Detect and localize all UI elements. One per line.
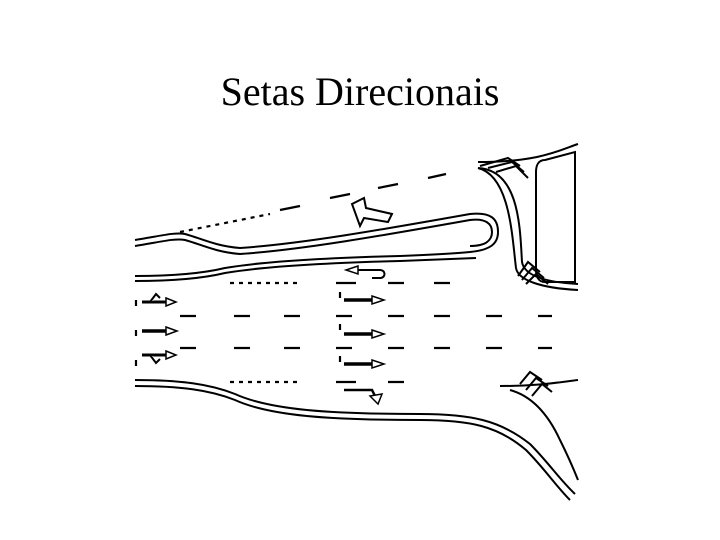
straight-or-right-arrow-icon [142,292,179,308]
median-lower-edge [134,251,471,277]
chevron-hatching-icon [479,156,553,397]
straight-arrow-icon [344,358,387,370]
slide-title: Setas Direcionais [220,69,500,114]
lane-ticks [134,292,342,366]
median-island [535,150,576,283]
ramp-outer-edge [134,212,500,253]
direction-arrows [142,196,394,406]
exit-ramp-edge [499,379,579,387]
straight-arrow-icon [142,325,180,337]
median-lower-edge-inner [134,257,477,282]
upper-diagonal-dash [279,172,447,212]
straight-arrow-icon [344,294,387,306]
road-edges [134,143,579,501]
right-turn-arrow-icon [344,388,384,406]
diagonal-merge-arrow-icon [350,196,394,229]
bottom-edge-inner [134,385,571,501]
u-turn-arrow-icon [343,264,386,279]
ramp-outer-edge-inner [134,218,494,256]
bottom-edge [134,379,576,495]
straight-arrow-icon [344,328,387,340]
upper-diagonal-dots [179,212,271,234]
u-turn-loop-inner [477,167,579,291]
lane-markings [134,172,552,384]
straight-or-left-arrow-icon [142,349,179,365]
exit-ramp-edge-inner [509,389,579,481]
